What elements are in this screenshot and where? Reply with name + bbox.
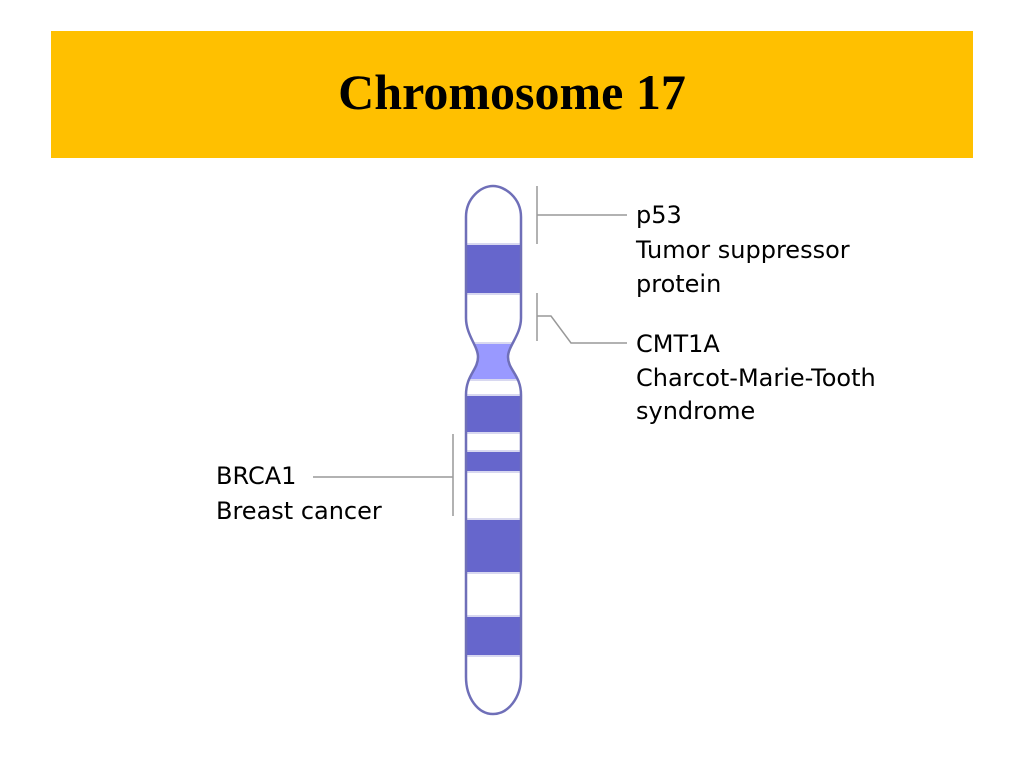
chromosome-outline: [464, 184, 523, 716]
cmt1a-gene-label: CMT1A: [636, 330, 720, 358]
cmt1a-description-line-1: Charcot-Marie-Tooth: [636, 364, 876, 392]
chromosome-bands: [466, 186, 521, 714]
title-bar: Chromosome 17: [51, 31, 973, 158]
brca1-leader: [313, 434, 454, 516]
cmt1a-leader: [536, 293, 627, 344]
slide-title: Chromosome 17: [338, 63, 686, 120]
p53-gene-label: p53: [636, 201, 682, 229]
band-q-dark-4: [466, 616, 521, 656]
cmt1a-description-line-2: syndrome: [636, 397, 755, 425]
p53-description-line-1: Tumor suppressor: [635, 236, 850, 264]
p53-leader: [536, 186, 627, 244]
brca1-description-line-1: Breast cancer: [216, 497, 382, 525]
p53-description-line-2: protein: [636, 270, 721, 298]
brca1-gene-label: BRCA1: [216, 462, 296, 490]
band-p-dark-1: [466, 244, 521, 294]
band-q-dark-3: [466, 519, 521, 573]
band-q-dark-2: [466, 451, 521, 472]
band-q-dark-1: [466, 395, 521, 433]
